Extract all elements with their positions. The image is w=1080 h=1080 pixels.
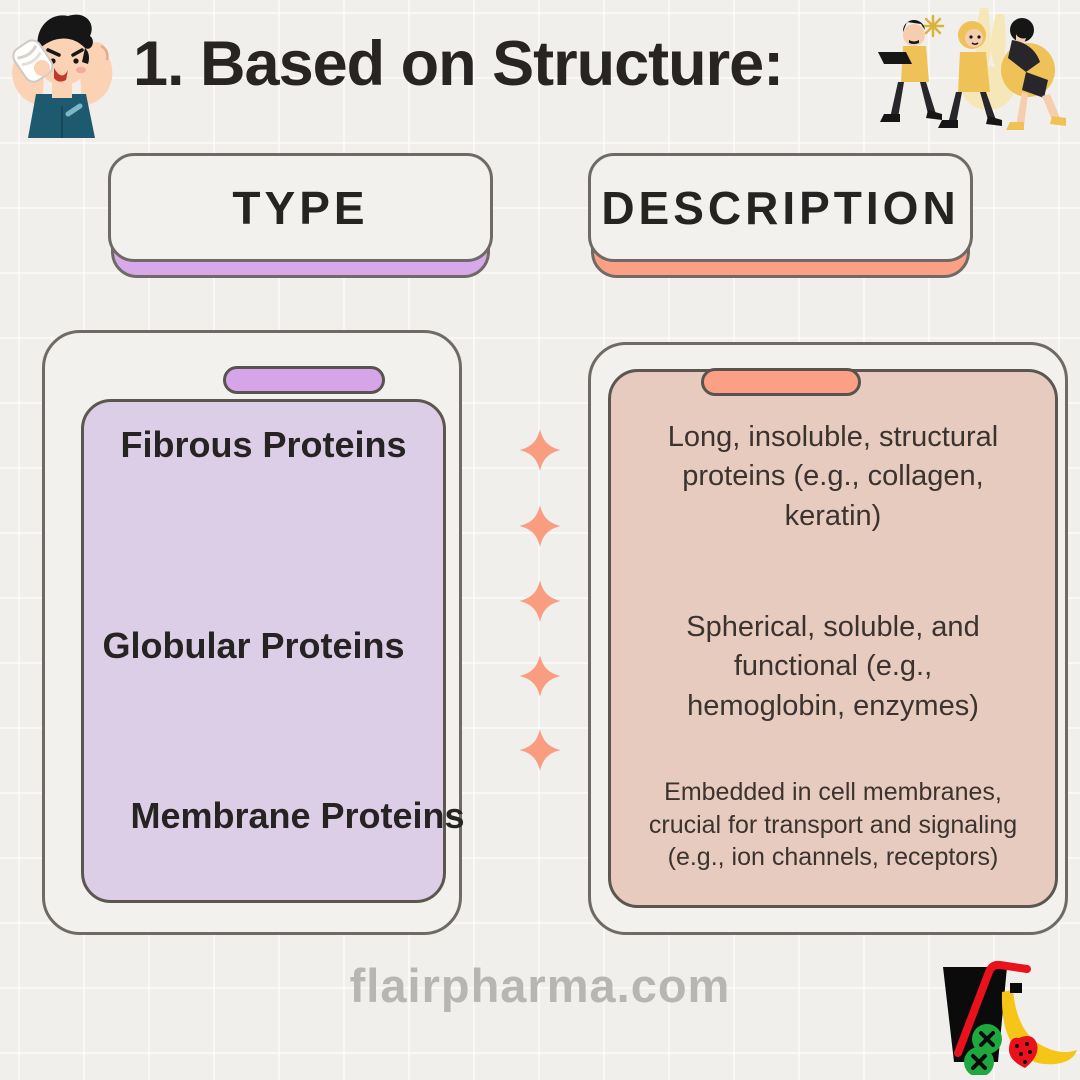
type-header-label: TYPE	[232, 181, 369, 234]
description-header-label: DESCRIPTION	[601, 181, 960, 234]
website-watermark: flairpharma.com	[349, 959, 731, 1012]
type-header: TYPE	[108, 153, 493, 278]
sparkle-icon	[519, 505, 561, 547]
type-card-pill	[223, 366, 385, 394]
sparkle-icon	[519, 580, 561, 622]
description-card-pill	[701, 368, 861, 396]
sparkle-icon	[519, 655, 561, 697]
description-item-globular: Spherical, soluble, and functional (e.g.…	[686, 611, 980, 722]
description-item-membrane: Embedded in cell membranes, crucial for …	[648, 778, 1018, 871]
description-item-fibrous: Long, insoluble, structural proteins (e.…	[667, 421, 999, 532]
description-card: Long, insoluble, structural proteins (e.…	[588, 342, 1068, 935]
walking-people-icon	[878, 8, 1066, 130]
sparkle-icon	[519, 729, 561, 771]
smoothie-logo-icon	[943, 960, 1077, 1075]
type-card: Fibrous Proteins Globular Proteins Membr…	[42, 330, 465, 935]
description-header: DESCRIPTION	[588, 153, 973, 278]
type-item-fibrous: Fibrous Proteins	[120, 424, 407, 465]
sparkle-divider	[518, 428, 562, 794]
muscle-man-icon	[12, 14, 113, 138]
sparkle-icon	[519, 429, 561, 471]
type-card-panel: Fibrous Proteins Globular Proteins Membr…	[81, 399, 465, 903]
type-item-membrane: Membrane Proteins	[130, 795, 465, 836]
page-title: 1. Based on Structure:	[133, 29, 784, 99]
description-card-panel: Long, insoluble, structural proteins (e.…	[608, 369, 1058, 908]
type-item-globular: Globular Proteins	[102, 625, 405, 666]
